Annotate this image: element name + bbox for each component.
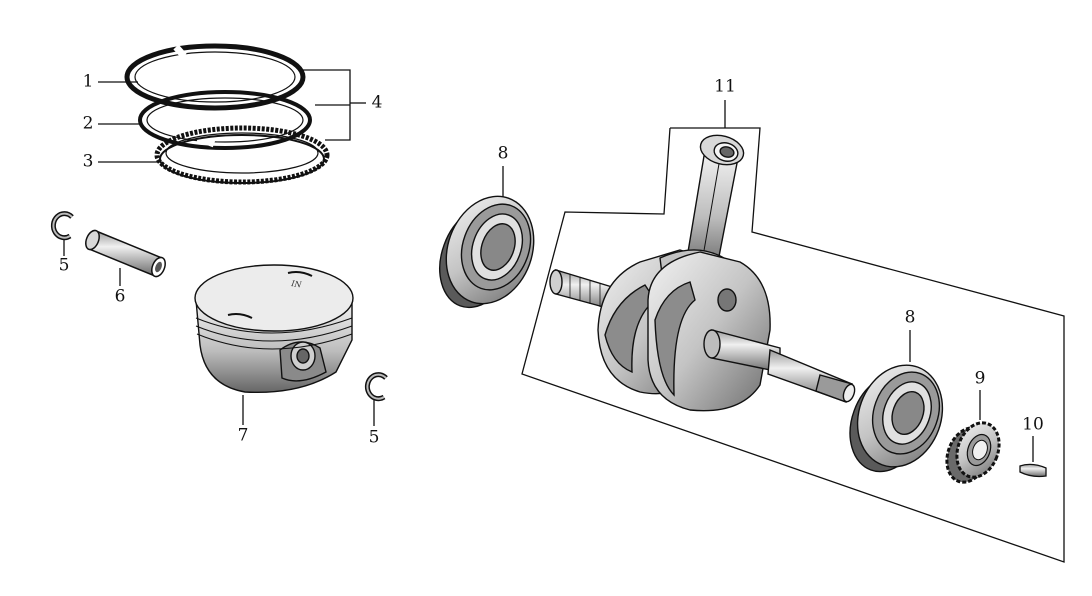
callout-5-right: 5	[368, 427, 380, 448]
callout-4: 4	[371, 92, 383, 113]
callout-3: 3	[82, 151, 94, 172]
timing-gear	[945, 421, 1001, 484]
callout-10: 10	[1022, 414, 1044, 435]
piston-ring-top	[124, 43, 306, 111]
circlip-right	[364, 372, 388, 402]
callout-1: 1	[82, 71, 94, 92]
main-bearing-left	[439, 195, 535, 309]
crankshaft	[549, 134, 856, 412]
callout-8-right: 8	[904, 307, 916, 328]
callout-2: 2	[82, 113, 94, 134]
piston-ring-oil	[154, 125, 330, 185]
piston-pin	[85, 229, 166, 278]
circlip-left	[50, 211, 74, 241]
callout-9: 9	[974, 368, 986, 389]
main-bearing-right	[849, 364, 944, 473]
callout-11: 11	[714, 76, 736, 97]
leader-lines	[63, 69, 1034, 462]
piston-in-stamp: IN	[290, 279, 303, 290]
piston-ring-second	[138, 90, 312, 150]
callout-7: 7	[237, 425, 249, 446]
callout-6: 6	[114, 286, 126, 307]
callout-8-left: 8	[497, 143, 509, 164]
callout-5-left: 5	[58, 255, 70, 276]
crankshaft-assembly-boundary	[521, 127, 1065, 563]
woodruff-key	[1019, 463, 1047, 478]
piston	[194, 264, 354, 394]
